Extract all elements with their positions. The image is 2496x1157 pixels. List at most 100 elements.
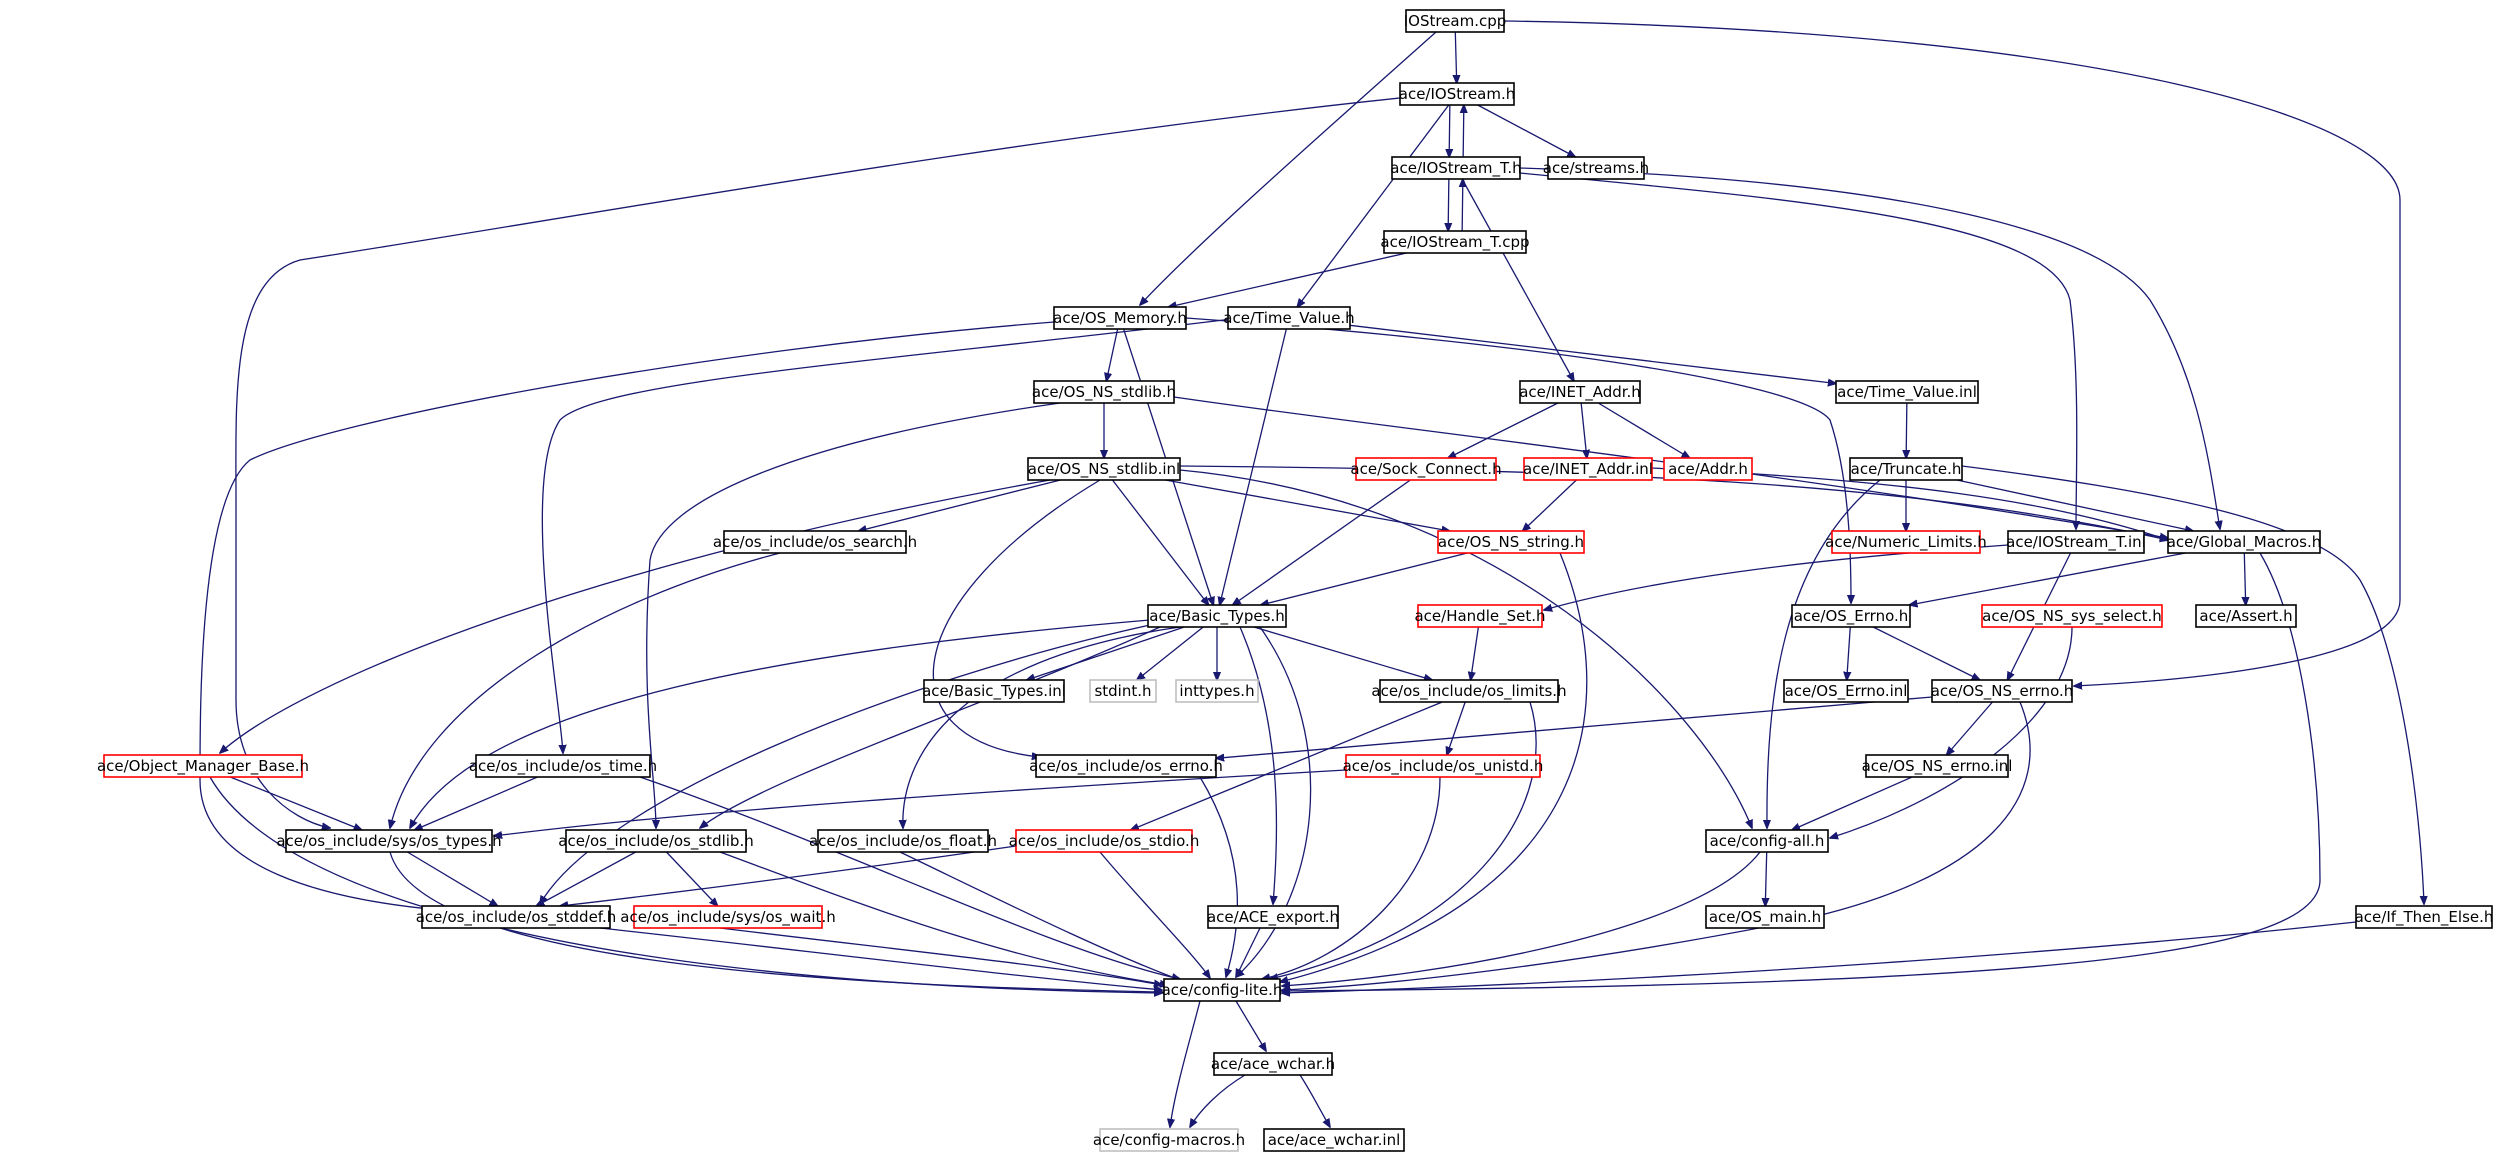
- node-ace-ace-wchar-h[interactable]: ace/ace_wchar.h: [1211, 1052, 1335, 1076]
- node-ace-os-include-sys-os-types-h[interactable]: ace/os_include/sys/os_types.h: [276, 829, 502, 853]
- node-ace-if-then-else-h[interactable]: ace/If_Then_Else.h: [2355, 905, 2494, 929]
- node-ace-iostream-t-h[interactable]: ace/IOStream_T.h: [1390, 156, 1522, 180]
- edge-ace-object-manager-base-h-to-ace-os-include-sys-os-types-h: [230, 776, 361, 830]
- node-ace-os-main-h[interactable]: ace/OS_main.h: [1705, 905, 1825, 929]
- edge-ace-os-ns-stdlib-inl-to-ace-basic-types-h: [1111, 479, 1208, 605]
- edge-ace-os-ns-stdlib-inl-to-ace-os-include-os-search-h: [859, 479, 1061, 531]
- node-ace-basic-types-h[interactable]: ace/Basic_Types.h: [1147, 604, 1287, 628]
- node-label: stdint.h: [1094, 682, 1151, 700]
- node-label: ace/IOStream.h: [1399, 85, 1516, 103]
- node-ace-os-ns-errno-h[interactable]: ace/OS_NS_errno.h: [1931, 679, 2074, 703]
- node-ace-truncate-h[interactable]: ace/Truncate.h: [1849, 457, 1963, 481]
- node-ace-assert-h[interactable]: ace/Assert.h: [2195, 604, 2297, 628]
- node-ace-time-value-h[interactable]: ace/Time_Value.h: [1223, 306, 1355, 330]
- node-ace-os-errno-h[interactable]: ace/OS_Errno.h: [1791, 604, 1911, 628]
- node-box: [1523, 457, 1653, 481]
- node-label: ace/INET_Addr.h: [1519, 383, 1641, 402]
- node-ace-time-value-inl[interactable]: ace/Time_Value.inl: [1835, 380, 1979, 404]
- edge-ace-ace-wchar-h-to-ace-ace-wchar-inl: [1299, 1074, 1330, 1127]
- node-label: ace/IOStream_T.h: [1390, 159, 1521, 178]
- node-label: ace/os_include/os_stdlib.h: [558, 832, 753, 851]
- node-ace-basic-types-inl[interactable]: ace/Basic_Types.inl: [922, 679, 1066, 703]
- node-ace-os-ns-sys-select-h[interactable]: ace/OS_NS_sys_select.h: [1981, 604, 2163, 628]
- edge-ace-basic-types-h-to-ace-config-lite-h: [1236, 626, 1312, 977]
- node-box: [2167, 530, 2321, 554]
- node-ace-iostream-t-inl[interactable]: ace/IOStream_T.inl: [2006, 530, 2146, 554]
- edge-ace-os-include-os-search-h-to-ace-os-include-sys-os-types-h: [390, 552, 781, 828]
- node-box: [1437, 530, 1585, 554]
- node-ace-ace-wchar-inl[interactable]: ace/ace_wchar.inl: [1263, 1128, 1405, 1152]
- node-label: ace/OS_Errno.inl: [1785, 682, 1908, 701]
- node-ace-config-lite-h[interactable]: ace/config-lite.h: [1162, 978, 1283, 1002]
- node-iostream-cpp[interactable]: IOStream.cpp: [1404, 9, 1507, 33]
- node-ace-ace-export-h[interactable]: ace/ACE_export.h: [1207, 905, 1339, 929]
- edge-ace-handle-set-h-to-ace-os-include-os-limits-h: [1471, 626, 1480, 680]
- node-ace-object-manager-base-h[interactable]: ace/Object_Manager_Base.h: [97, 754, 309, 778]
- edge-ace-global-macros-h-to-ace-assert-h: [2244, 552, 2245, 605]
- node-ace-inet-addr-inl[interactable]: ace/INET_Addr.inl: [1523, 457, 1653, 481]
- node-ace-os-memory-h[interactable]: ace/OS_Memory.h: [1053, 306, 1187, 330]
- node-ace-sock-connect-h[interactable]: ace/Sock_Connect.h: [1350, 457, 1502, 481]
- edge-ace-config-lite-h-to-ace-config-macros-h: [1170, 1000, 1201, 1127]
- node-label: ace/os_include/os_stddef.h: [416, 908, 617, 927]
- node-ace-config-all-h[interactable]: ace/config-all.h: [1705, 829, 1829, 853]
- node-ace-handle-set-h[interactable]: ace/Handle_Set.h: [1414, 604, 1546, 628]
- edge-ace-iostream-t-h-to-ace-iostream-h: [1463, 105, 1464, 158]
- edge-ace-os-include-os-stdlib-h-to-ace-config-lite-h: [719, 851, 1168, 985]
- edge-ace-os-ns-errno-inl-to-ace-config-all-h: [1792, 776, 1913, 830]
- node-ace-os-ns-stdlib-inl[interactable]: ace/OS_NS_stdlib.inl: [1027, 457, 1181, 481]
- node-ace-iostream-h[interactable]: ace/IOStream.h: [1399, 82, 1516, 106]
- node-label: ace/Assert.h: [2199, 607, 2292, 625]
- node-ace-iostream-t-cpp[interactable]: ace/IOStream_T.cpp: [1380, 230, 1530, 254]
- node-ace-os-errno-inl[interactable]: ace/OS_Errno.inl: [1783, 679, 1909, 703]
- edge-ace-iostream-t-cpp-to-ace-os-memory-h: [1168, 252, 1407, 307]
- node-ace-os-include-os-limits-h[interactable]: ace/os_include/os_limits.h: [1371, 679, 1567, 703]
- edge-ace-os-ns-string-h-to-ace-config-lite-h: [1280, 552, 1588, 982]
- edge-ace-config-all-h-to-ace-config-lite-h: [1282, 851, 1761, 986]
- edge-ace-os-ns-stdlib-inl-to-ace-config-all-h: [1179, 469, 1752, 828]
- edge-ace-basic-types-h-to-ace-basic-types-inl: [1027, 626, 1185, 680]
- node-box: [1099, 1128, 1239, 1152]
- node-ace-numeric-limits-h[interactable]: ace/Numeric_Limits.h: [1825, 530, 1987, 554]
- node-ace-os-ns-errno-inl[interactable]: ace/OS_NS_errno.inl: [1862, 754, 2013, 778]
- edge-ace-os-include-os-unistd-h-to-ace-config-lite-h: [1262, 776, 1441, 979]
- edge-ace-truncate-h-to-ace-if-then-else-h: [1961, 465, 2424, 904]
- node-ace-os-include-sys-os-wait-h[interactable]: ace/os_include/sys/os_wait.h: [620, 905, 836, 929]
- node-label: ace/If_Then_Else.h: [2355, 908, 2494, 927]
- node-ace-os-include-os-float-h[interactable]: ace/os_include/os_float.h: [809, 829, 997, 853]
- node-box: [1831, 530, 1981, 554]
- node-label: ace/OS_Errno.h: [1794, 607, 1909, 626]
- node-ace-os-ns-stdlib-h[interactable]: ace/OS_NS_stdlib.h: [1032, 380, 1176, 404]
- node-ace-os-include-os-search-h[interactable]: ace/os_include/os_search.h: [713, 530, 917, 554]
- node-ace-os-include-os-stdlib-h[interactable]: ace/os_include/os_stdlib.h: [558, 829, 754, 853]
- node-ace-os-include-os-stddef-h[interactable]: ace/os_include/os_stddef.h: [416, 905, 617, 929]
- node-box: [1391, 156, 1521, 180]
- edge-ace-sock-connect-h-to-ace-basic-types-h: [1233, 479, 1411, 605]
- node-box: [1399, 82, 1515, 106]
- edge-ace-os-ns-errno-h-to-ace-os-include-os-errno-h: [1216, 696, 1933, 758]
- node-label: ace/ACE_export.h: [1207, 908, 1339, 927]
- node-ace-streams-h[interactable]: ace/streams.h: [1543, 156, 1649, 180]
- node-box: [2355, 905, 2493, 929]
- node-ace-os-include-os-unistd-h[interactable]: ace/os_include/os_unistd.h: [1343, 754, 1544, 778]
- node-ace-os-ns-string-h[interactable]: ace/OS_NS_string.h: [1437, 530, 1585, 554]
- node-label: inttypes.h: [1179, 682, 1254, 700]
- node-box: [1865, 754, 2009, 778]
- node-ace-os-include-os-errno-h[interactable]: ace/os_include/os_errno.h: [1029, 754, 1223, 778]
- node-label: ace/OS_NS_errno.h: [1931, 682, 2074, 701]
- edge-ace-basic-types-h-to-ace-os-include-os-stdlib-h: [700, 626, 1161, 828]
- edge-ace-os-include-os-stdio-h-to-ace-config-lite-h: [1099, 851, 1210, 978]
- edge-iostream-cpp-to-ace-iostream-h: [1455, 31, 1456, 83]
- node-label: ace/os_include/os_float.h: [809, 832, 997, 851]
- node-box: [1705, 829, 1829, 853]
- node-ace-global-macros-h[interactable]: ace/Global_Macros.h: [2167, 530, 2322, 554]
- node-ace-os-include-os-stdio-h[interactable]: ace/os_include/os_stdio.h: [1009, 829, 1200, 853]
- edge-ace-os-ns-stdlib-h-to-ace-os-include-os-stdlib-h: [646, 402, 1061, 828]
- node-ace-addr-h[interactable]: ace/Addr.h: [1663, 457, 1753, 481]
- node-ace-inet-addr-h[interactable]: ace/INET_Addr.h: [1519, 380, 1641, 404]
- node-box: [1663, 457, 1753, 481]
- node-box: [1417, 604, 1543, 628]
- node-label: ace/os_include/os_limits.h: [1371, 682, 1566, 701]
- node-ace-os-include-os-time-h[interactable]: ace/os_include/os_time.h: [469, 754, 657, 778]
